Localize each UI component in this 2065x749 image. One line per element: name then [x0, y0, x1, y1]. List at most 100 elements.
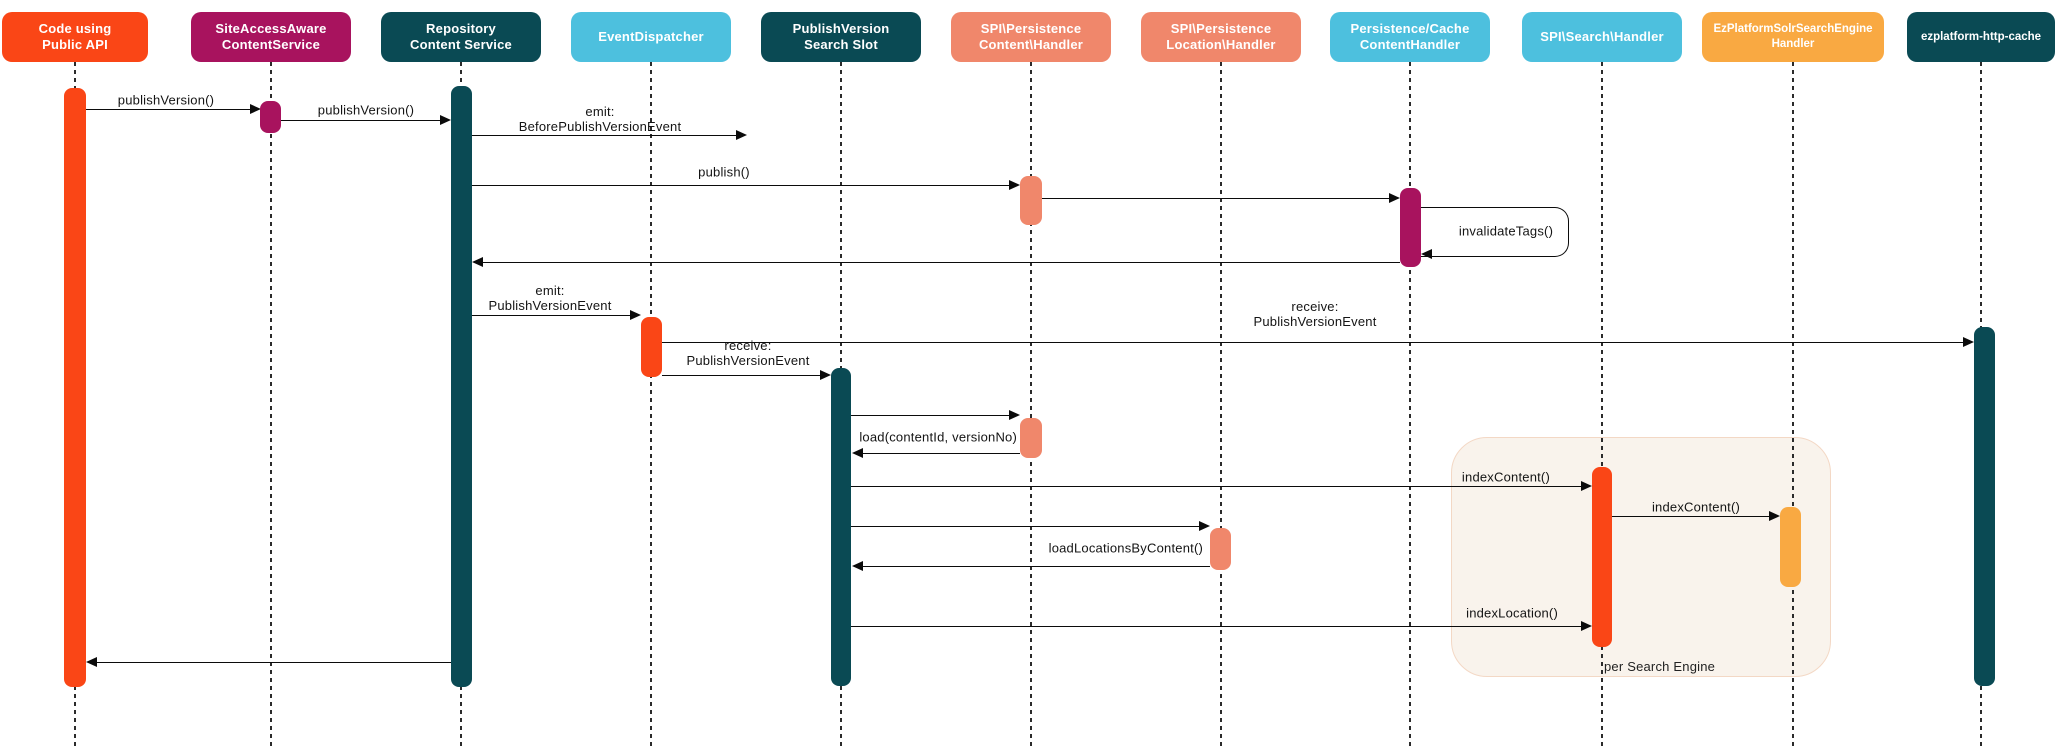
participant-label-line: SiteAccessAware	[215, 21, 327, 36]
activation-persistence-cache-contenthandler	[1400, 188, 1421, 267]
arrowhead-content-handler-to-cache	[1389, 193, 1400, 204]
participant-label-line: EventDispatcher	[598, 29, 704, 44]
message-line-indexcontent-solr	[1612, 516, 1770, 518]
per-search-engine-note	[1451, 437, 1831, 677]
message-label-indexcontent-solr: indexContent()	[1652, 500, 1740, 515]
message-label-line: indexLocation()	[1466, 605, 1558, 621]
message-label-line: receive:	[1291, 299, 1339, 314]
message-line-loadlocationsbycontent	[851, 526, 1200, 528]
activation-ezplatform-http-cache	[1974, 327, 1995, 686]
arrowhead-indexcontent	[1581, 481, 1592, 492]
message-line-load-contentid-versionno	[851, 415, 1010, 417]
lifeline-eventdispatcher	[650, 62, 652, 747]
message-label-line: PublishVersionEvent	[488, 298, 612, 313]
message-label-indexcontent: indexContent()	[1462, 470, 1550, 485]
message-line-return-to-repository	[482, 262, 1400, 264]
lifeline-ezplatformsolrsearchengine-handler	[1792, 62, 1794, 747]
message-label-line: BeforePublishVersionEvent	[518, 119, 682, 134]
arrowhead-receive-publishversionevent-searchslot	[820, 370, 831, 381]
arrowhead-load-return	[852, 448, 863, 459]
message-line-indexlocation	[851, 626, 1582, 628]
participant-label-line: SPI\Persistence	[1170, 21, 1272, 36]
arrowhead-publish	[1009, 180, 1020, 191]
message-line-emit-beforepublishversionevent	[472, 135, 737, 137]
arrowhead-indexlocation	[1581, 621, 1592, 632]
activation-publishversion-search-slot	[831, 368, 851, 686]
message-line-load-return	[862, 453, 1020, 455]
message-label-receive-publishversionevent-httpcache: receive:PublishVersionEvent	[1253, 299, 1376, 329]
activation-spi-search-handler	[1592, 467, 1612, 647]
message-label-line: emit:	[535, 283, 565, 298]
lifeline-persistence-cache-contenthandler	[1409, 62, 1411, 747]
message-label-load-contentid-versionno: load(contentId, versionNo)	[859, 430, 1017, 445]
participant-label-line: Persistence/Cache	[1350, 21, 1470, 36]
activation-spi-persistence-location-handler	[1210, 528, 1231, 570]
participant-label-line: Public API	[42, 37, 108, 52]
participant-label-line: ezplatform-http-cache	[1920, 30, 2042, 43]
activation-eventdispatcher	[641, 317, 662, 377]
message-label-line: indexContent()	[1461, 469, 1550, 485]
arrowhead-loadlocations-return	[852, 561, 863, 572]
message-label-line: invalidateTags()	[1458, 223, 1554, 239]
arrowhead-indexcontent-solr	[1769, 511, 1780, 522]
message-label-line: PublishVersionEvent	[686, 353, 810, 368]
participant-label-line: ContentService	[221, 37, 321, 52]
arrowhead-load-contentid-versionno	[1009, 410, 1020, 421]
message-label-invalidatetags: invalidateTags()	[1459, 224, 1553, 239]
arrowhead-receive-publishversionevent-httpcache	[1963, 337, 1974, 348]
note-label-text: per Search Engine	[1604, 659, 1716, 674]
message-label-publishversion-2: publishVersion()	[318, 103, 414, 118]
participant-ezplatform-http-cache: ezplatform-http-cache	[1907, 12, 2055, 62]
activation-siteaccessaware-contentservice	[260, 101, 281, 133]
participant-label-line: SPI\Persistence	[980, 21, 1082, 36]
participant-label-line: SPI\Search\Handler	[1540, 29, 1664, 44]
message-label-loadlocationsbycontent: loadLocationsByContent()	[1049, 541, 1203, 556]
activation-repository-content-service	[451, 86, 472, 687]
participant-eventdispatcher: EventDispatcher	[571, 12, 731, 62]
arrowhead-return-to-repository	[472, 257, 483, 268]
activation-code-using-public-api	[64, 88, 86, 687]
arrowhead-emit-beforepublishversionevent	[736, 130, 747, 141]
message-line-receive-publishversionevent-searchslot	[662, 375, 821, 377]
activation-spi-persistence-content-handler-publish	[1020, 176, 1042, 225]
message-line-emit-publishversionevent	[472, 315, 631, 317]
message-label-receive-publishversionevent-searchslot: receive:PublishVersionEvent	[686, 338, 809, 368]
lifeline-spi-persistence-content-handler	[1030, 62, 1032, 747]
message-label-line: PublishVersionEvent	[1253, 314, 1377, 329]
message-label-publishversion-1: publishVersion()	[118, 93, 214, 108]
message-label-publish: publish()	[698, 165, 750, 180]
message-label-line: publishVersion()	[117, 92, 215, 108]
arrowhead-publishversion-2	[440, 115, 451, 126]
self-message-invalidatetags	[1421, 207, 1569, 257]
arrowhead-loadlocationsbycontent	[1199, 521, 1210, 532]
activation-spi-persistence-content-handler-load	[1020, 418, 1042, 458]
message-label-line: publishVersion()	[317, 102, 415, 118]
message-label-indexlocation: indexLocation()	[1466, 606, 1558, 621]
activation-ezplatformsolrsearchengine-handler	[1780, 507, 1801, 587]
lifeline-siteaccessaware-contentservice	[270, 62, 272, 747]
message-label-line: receive:	[724, 338, 772, 353]
message-label-line: load(contentId, versionNo)	[859, 429, 1017, 445]
per-search-engine-note-label: per Search Engine	[1604, 659, 1715, 674]
message-line-loadlocations-return	[862, 566, 1210, 568]
message-label-emit-publishversionevent: emit:PublishVersionEvent	[488, 283, 611, 313]
message-line-publishversion-1	[86, 109, 251, 111]
arrowhead-invalidatetags	[1421, 249, 1432, 260]
participant-spi-search-handler: SPI\Search\Handler	[1522, 12, 1682, 62]
arrowhead-emit-publishversionevent	[630, 310, 641, 321]
message-line-return-to-code	[96, 662, 451, 664]
message-label-line: emit:	[585, 104, 615, 119]
participant-label-line: Code using	[38, 21, 112, 36]
message-label-line: publish()	[698, 164, 750, 180]
message-label-emit-beforepublishversionevent: emit:BeforePublishVersionEvent	[519, 104, 682, 134]
message-line-indexcontent	[851, 486, 1582, 488]
